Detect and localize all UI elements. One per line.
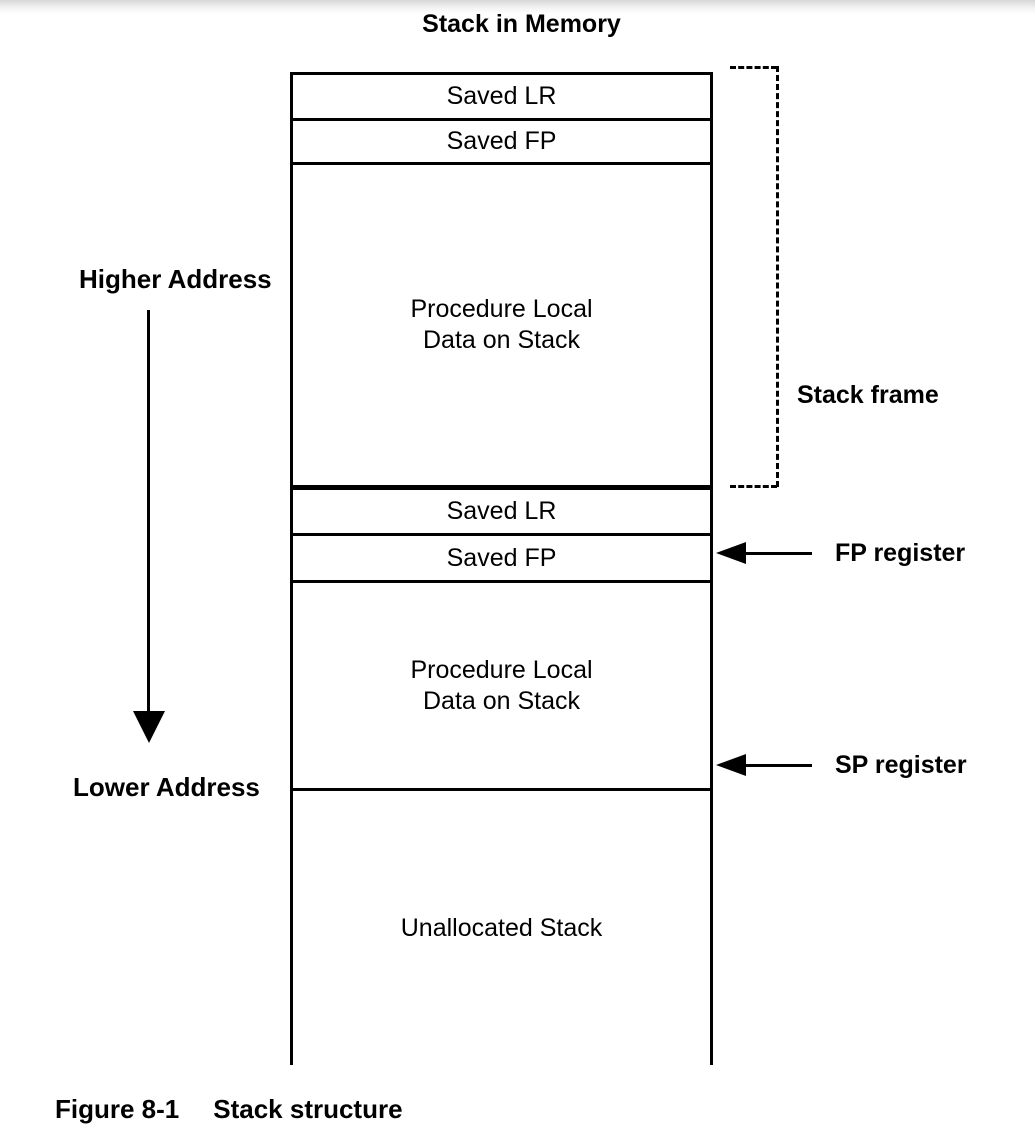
stack-row-procedure-local-data-2: Procedure Local Data on Stack: [293, 583, 710, 791]
page-edge-shadow: [0, 0, 1035, 14]
stack-memory-box: Saved LR Saved FP Procedure Local Data o…: [290, 72, 713, 1065]
down-arrow-icon: [133, 711, 165, 743]
stack-row-saved-fp-1: Saved FP: [293, 121, 710, 165]
stack-row-saved-lr-2: Saved LR: [293, 490, 710, 536]
stack-row-procedure-local-data-1: Procedure Local Data on Stack: [293, 165, 710, 490]
lower-address-label: Lower Address: [73, 772, 260, 802]
fp-arrow-icon: [716, 542, 746, 564]
figure-number: Figure 8-1: [55, 1094, 180, 1124]
sp-arrow-line: [742, 764, 812, 767]
stack-frame-bracket: [776, 66, 779, 487]
stack-row-saved-fp-2: Saved FP: [293, 536, 710, 583]
stack-row-unallocated-stack: Unallocated Stack: [400, 913, 603, 942]
stack-frame-bracket-top: [730, 66, 777, 69]
sp-register-label: SP register: [835, 751, 967, 779]
diagram-title: Stack in Memory: [422, 10, 621, 38]
stack-frame-bracket-bottom: [730, 485, 777, 488]
figure-caption: Figure 8-1 Stack structure: [55, 1094, 403, 1125]
address-direction-arrow: [147, 310, 150, 712]
fp-register-label: FP register: [835, 539, 966, 567]
fp-arrow-line: [742, 552, 812, 555]
stack-frame-label: Stack frame: [797, 381, 939, 409]
figure-title: Stack structure: [213, 1094, 403, 1124]
stack-row-saved-lr-1: Saved LR: [293, 75, 710, 121]
higher-address-label: Higher Address: [79, 264, 272, 294]
sp-arrow-icon: [716, 754, 746, 776]
